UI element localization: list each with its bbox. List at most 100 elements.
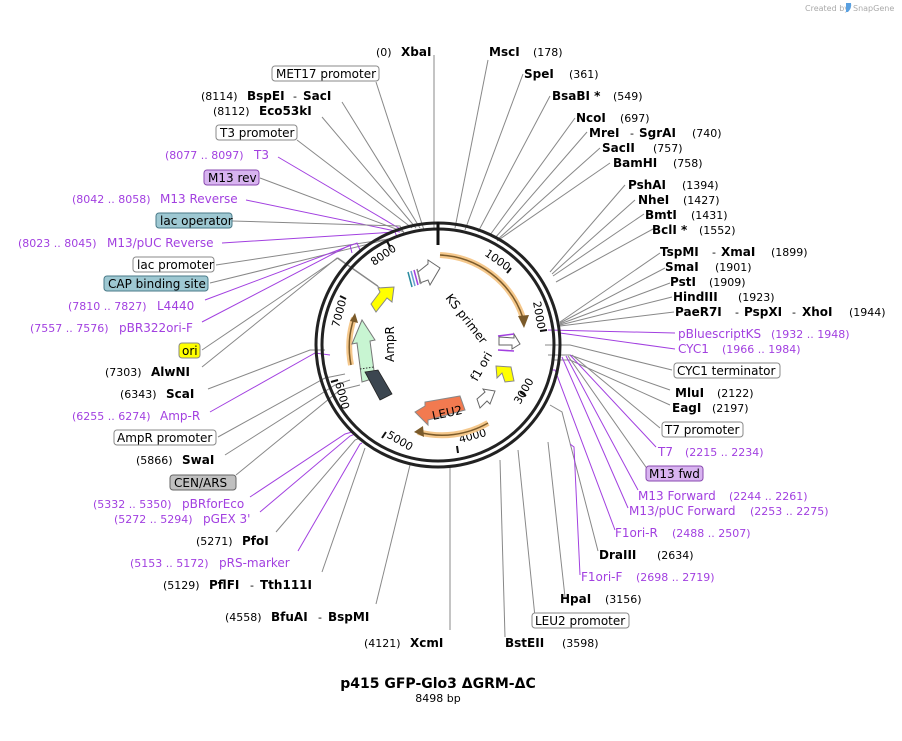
svg-text:(7810 .. 7827): (7810 .. 7827): [68, 300, 147, 313]
svg-text:HindIII: HindIII: [673, 290, 718, 304]
primer-pbrforeco[interactable]: (5332 .. 5350) pBRforEco: [93, 497, 244, 511]
snapgene-logo-icon: [846, 3, 852, 12]
primer-m13-puc-forward[interactable]: M13/pUC Forward (2253 .. 2275): [629, 504, 829, 518]
orf-arc-bottom: [414, 420, 490, 439]
svg-text:Eco53kI: Eco53kI: [259, 104, 312, 118]
primer-t7[interactable]: T7 (2215 .. 2234): [657, 445, 764, 459]
enzyme-site-nhei[interactable]: NheI (1427): [638, 193, 720, 207]
feature-cap-binding-site[interactable]: CAP binding site: [103, 275, 209, 292]
primer-l4440[interactable]: (7810 .. 7827) L4440: [68, 299, 194, 313]
svg-text:MluI: MluI: [675, 386, 704, 400]
primer-m13-reverse[interactable]: (8042 .. 8058) M13 Reverse: [72, 192, 238, 206]
svg-text:(7557 .. 7576): (7557 .. 7576): [30, 322, 109, 335]
feature-lac-promoter[interactable]: lac promoter: [132, 256, 215, 273]
primer-f1ori-r[interactable]: F1ori-R (2488 .. 2507): [615, 526, 751, 540]
svg-text:(1431): (1431): [691, 209, 728, 222]
snapgene-branding: Created by SnapGene: [805, 3, 894, 13]
feature-cyc1-terminator[interactable]: CYC1 terminator: [673, 362, 781, 379]
enzyme-site-bsabi[interactable]: BsaBI * (549): [552, 89, 643, 103]
svg-text:(4121): (4121): [364, 637, 401, 650]
enzyme-site-spei[interactable]: SpeI (361): [524, 67, 599, 81]
enzyme-site-eco53ki[interactable]: (8112) Eco53kI: [213, 104, 312, 118]
enzyme-site-paer7i-pspxi-xhoi[interactable]: PaeR7I - PspXI - XhoI (1944): [675, 305, 886, 319]
enzyme-site-draiii[interactable]: DraIII (2634): [599, 548, 694, 562]
enzyme-site-hpai[interactable]: HpaI (3156): [560, 592, 642, 606]
svg-text:(758): (758): [673, 157, 703, 170]
enzyme-site-xcmi[interactable]: (4121) XcmI: [364, 636, 443, 650]
feature-met17-promoter[interactable]: MET17 promoter: [271, 65, 380, 82]
feature-ori[interactable]: ori: [178, 342, 201, 359]
enzyme-site-eagi[interactable]: EagI (2197): [672, 401, 749, 415]
enzyme-site-bmti[interactable]: BmtI (1431): [645, 208, 728, 222]
svg-text:T7: T7: [657, 445, 673, 459]
tick-2000: 2000: [530, 300, 548, 330]
primer-cyc1[interactable]: CYC1 (1966 .. 1984): [678, 342, 801, 356]
feature-t3-promoter[interactable]: T3 promoter: [215, 124, 298, 141]
enzyme-site-mlui[interactable]: MluI (2122): [675, 386, 754, 400]
enzyme-site-tspmi-xmai[interactable]: TspMI - XmaI (1899): [660, 245, 808, 259]
primer-pgex-3[interactable]: (5272 .. 5294) pGEX 3': [114, 512, 250, 526]
svg-text:(697): (697): [620, 112, 650, 125]
enzyme-site-bamhi[interactable]: BamHI (758): [613, 156, 703, 170]
svg-text:M13 rev: M13 rev: [208, 171, 257, 185]
svg-text:XmaI: XmaI: [721, 245, 755, 259]
svg-text:(5129): (5129): [163, 579, 200, 592]
enzyme-site-alwni[interactable]: (7303) AlwNI: [105, 365, 190, 379]
svg-text:(1394): (1394): [682, 179, 719, 192]
feature-lac-operator[interactable]: lac operator: [155, 212, 233, 229]
svg-text:M13 Forward: M13 Forward: [638, 489, 716, 503]
enzyme-site-xbai[interactable]: (0) XbaI: [376, 45, 431, 59]
feature-cen-ars[interactable]: CEN/ARS: [169, 474, 237, 491]
svg-text:(5153 .. 5172): (5153 .. 5172): [130, 557, 209, 570]
enzyme-site-swai[interactable]: (5866) SwaI: [136, 453, 214, 467]
svg-text:SpeI: SpeI: [524, 67, 554, 81]
plasmid-ring: [314, 221, 562, 469]
enzyme-site-pshai[interactable]: PshAI (1394): [628, 178, 719, 192]
leader-lines-left: [201, 55, 451, 630]
plasmid-title: p415 GFP-Glo3 ΔGRM-ΔC: [340, 676, 535, 692]
feature-t7-promoter[interactable]: T7 promoter: [661, 421, 744, 438]
enzyme-site-pfoi[interactable]: (5271) PfoI: [196, 534, 269, 548]
enzyme-site-hindiii[interactable]: HindIII (1923): [673, 290, 775, 304]
enzyme-site-bfuai-bspmi[interactable]: (4558) BfuAI - BspMI: [225, 610, 369, 624]
enzyme-site-bcli[interactable]: BclI * (1552): [652, 223, 736, 237]
enzyme-site-pflfi-tth111i[interactable]: (5129) PflFI - Tth111I: [163, 578, 312, 592]
svg-text:(0): (0): [376, 46, 392, 59]
enzyme-site-scai[interactable]: (6343) ScaI: [120, 387, 194, 401]
enzyme-site-smai[interactable]: SmaI (1901): [665, 260, 752, 274]
svg-text:BsaBI *: BsaBI *: [552, 89, 601, 103]
primer-pbluescriptks[interactable]: pBluescriptKS (1932 .. 1948): [678, 327, 850, 341]
enzyme-site-ncoi[interactable]: NcoI (697): [576, 111, 650, 125]
svg-text:(1923): (1923): [738, 291, 775, 304]
primer-pbr322ori-f[interactable]: (7557 .. 7576) pBR322ori-F: [30, 321, 193, 335]
enzyme-site-sacii[interactable]: SacII (757): [602, 141, 683, 155]
feature-m13-fwd[interactable]: M13 fwd: [645, 465, 704, 482]
svg-text:(5271): (5271): [196, 535, 233, 548]
svg-text:(3598): (3598): [562, 637, 599, 650]
feature-leu2-promoter[interactable]: LEU2 promoter: [531, 612, 630, 629]
primer-m13-puc-reverse[interactable]: (8023 .. 8045) M13/pUC Reverse: [18, 236, 214, 250]
svg-text:NheI: NheI: [638, 193, 669, 207]
enzyme-site-mrei-sgrai[interactable]: MreI - SgrAI (740): [589, 126, 722, 140]
svg-text:-: -: [712, 246, 716, 259]
primer-prs-marker[interactable]: (5153 .. 5172) pRS-marker: [130, 556, 290, 570]
svg-text:XhoI: XhoI: [802, 305, 833, 319]
enzyme-site-msci[interactable]: MscI (178): [489, 45, 563, 59]
primer-amp-r[interactable]: (6255 .. 6274) Amp-R: [72, 409, 200, 423]
primer-m13-forward[interactable]: M13 Forward (2244 .. 2261): [638, 489, 808, 503]
svg-text:SmaI: SmaI: [665, 260, 699, 274]
primer-f1ori-f[interactable]: F1ori-F (2698 .. 2719): [581, 570, 715, 584]
primer-t3[interactable]: (8077 .. 8097) T3: [165, 148, 269, 162]
svg-text:(549): (549): [613, 90, 643, 103]
svg-text:(2634): (2634): [657, 549, 694, 562]
enzyme-site-psti[interactable]: PstI (1909): [670, 275, 746, 289]
feature-m13-rev[interactable]: M13 rev: [203, 169, 260, 186]
svg-text:SacI: SacI: [303, 89, 331, 103]
svg-text:BspMI: BspMI: [328, 610, 369, 624]
feature-ampr-promoter[interactable]: AmpR promoter: [113, 429, 217, 446]
svg-text:-: -: [293, 90, 297, 103]
svg-text:T3 promoter: T3 promoter: [219, 126, 295, 140]
enzyme-site-bspei-saci[interactable]: (8114) BspEI - SacI: [201, 89, 331, 103]
enzyme-site-bsteii[interactable]: BstEII (3598): [505, 636, 599, 650]
